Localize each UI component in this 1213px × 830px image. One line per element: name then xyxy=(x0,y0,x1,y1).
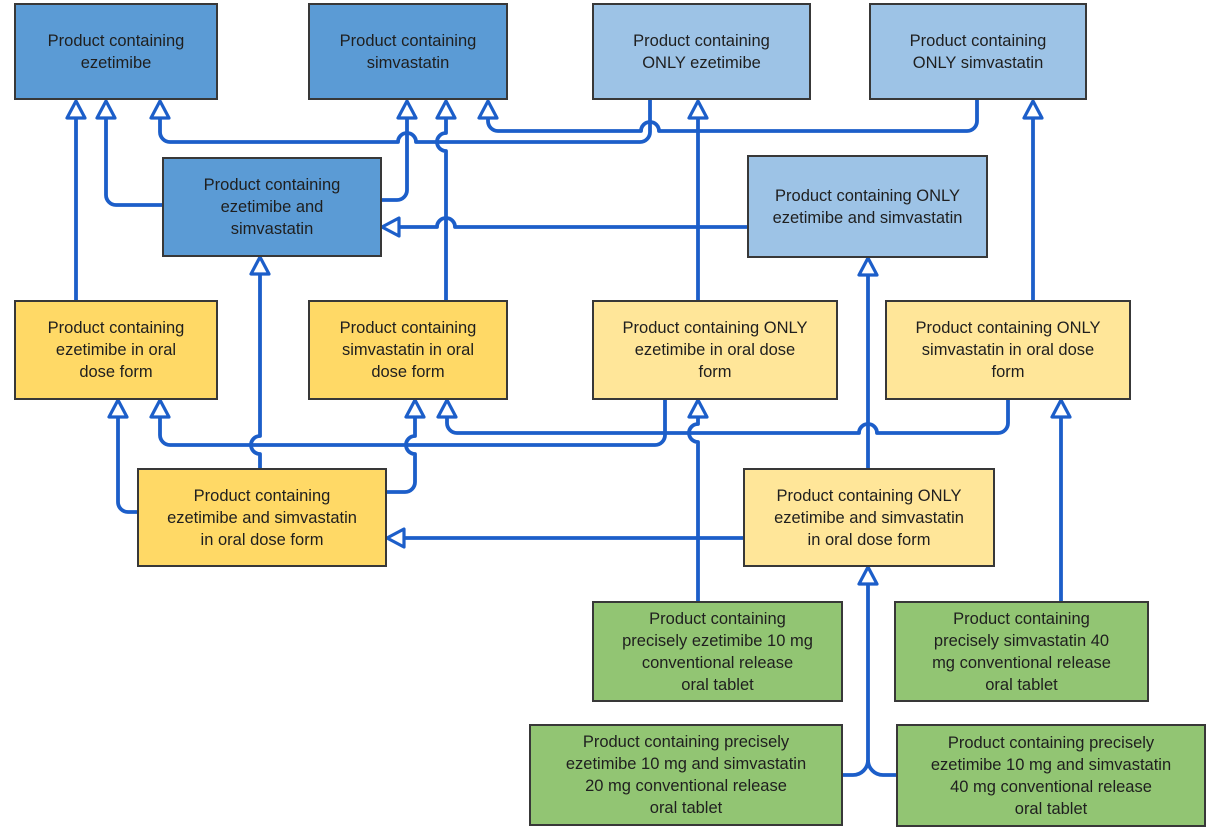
arrowhead-icon xyxy=(65,99,87,120)
node-label: Product containing precisely simvastatin… xyxy=(932,609,1111,694)
arrowhead-icon xyxy=(107,398,129,419)
node-label: Product containing ONLY simvastatin in o… xyxy=(915,319,1101,381)
arrowhead-icon xyxy=(149,398,171,419)
node-mp-only-ez-simv: Product containing ONLY ezetimibe and si… xyxy=(747,155,988,258)
edge-mpf-ez-simv-to-mpf-ezetimibe xyxy=(107,398,137,514)
node-label: Product containing ezetimibe and simvast… xyxy=(167,486,357,549)
edge-mp-only-ezetimibe-to-mp-ezetimibe xyxy=(149,99,652,144)
node-mp-ezetimibe: Product containing ezetimibe xyxy=(14,3,218,100)
arrowhead-icon xyxy=(385,527,406,549)
node-label: Product containing ezetimibe in oral dos… xyxy=(47,319,185,381)
edge-mpf-ezetimibe-to-mp-ezetimibe xyxy=(65,99,87,300)
node-label: Product containing ONLY simvastatin xyxy=(909,31,1047,72)
edge-mpf-only-ezetimibe-to-mp-only-ezetimibe xyxy=(687,99,709,300)
edge-cd-ez10-to-mpf-only-ezetimibe xyxy=(687,398,709,601)
arrowhead-icon xyxy=(477,99,499,120)
node-mpf-ez-simv: Product containing ezetimibe and simvast… xyxy=(137,468,387,567)
node-label: Product containing ezetimibe xyxy=(47,31,185,72)
node-mpf-simvastatin: Product containing simvastatin in oral d… xyxy=(308,300,508,400)
node-label: Product containing precisely ezetimibe 1… xyxy=(565,733,807,817)
arrowhead-icon xyxy=(436,398,458,419)
edge-mpf-only-simvastatin-to-mp-only-simvastatin xyxy=(1022,99,1044,300)
node-cd-ez10: Product containing precisely ezetimibe 1… xyxy=(592,601,843,702)
arrowhead-icon xyxy=(380,216,401,238)
edge-mp-ez-simv-to-mp-simvastatin xyxy=(382,99,418,202)
edge-mpf-ez-simv-to-mp-ez-simv xyxy=(249,255,271,468)
edge-mp-ez-simv-to-mp-ezetimibe xyxy=(95,99,162,207)
edge-mpf-only-ezetimibe-to-mpf-ezetimibe xyxy=(149,398,667,447)
node-mp-only-simvastatin: Product containing ONLY simvastatin xyxy=(869,3,1087,100)
node-label: Product containing precisely ezetimibe 1… xyxy=(622,609,813,694)
node-label: Product containing ONLY ezetimibe xyxy=(633,31,770,72)
node-mpf-ezetimibe: Product containing ezetimibe in oral dos… xyxy=(14,300,218,400)
arrowhead-icon xyxy=(95,99,117,120)
arrowhead-icon xyxy=(857,565,879,586)
edge-cd-ez10-simv20-to-mpf-only-ez-simv xyxy=(843,565,879,777)
node-label: Product containing ONLY ezetimibe and si… xyxy=(774,486,964,549)
edge-mpf-only-ez-simv-to-mpf-ez-simv xyxy=(385,527,743,549)
node-label: Product containing simvastatin xyxy=(339,31,477,72)
arrowhead-icon xyxy=(687,398,709,419)
node-cd-ez10-simv40: Product containing precisely ezetimibe 1… xyxy=(896,724,1206,827)
arrowhead-icon xyxy=(249,255,271,276)
edge-mpf-only-simvastatin-to-mpf-simvastatin xyxy=(436,398,1010,435)
edge-mpf-only-ez-simv-to-mp-only-ez-simv xyxy=(857,256,879,468)
edge-mp-only-ez-simv-to-mp-ez-simv xyxy=(380,216,747,238)
node-mpf-only-ez-simv: Product containing ONLY ezetimibe and si… xyxy=(743,468,995,567)
arrowhead-icon xyxy=(396,99,418,120)
node-cd-simv40: Product containing precisely simvastatin… xyxy=(894,601,1149,702)
node-mp-only-ezetimibe: Product containing ONLY ezetimibe xyxy=(592,3,811,100)
node-label: Product containing ONLY ezetimibe in ora… xyxy=(622,319,808,381)
arrowhead-icon xyxy=(404,398,426,419)
node-mp-ez-simv: Product containing ezetimibe and simvast… xyxy=(162,157,382,257)
node-label: Product containing ezetimibe and simvast… xyxy=(203,176,341,238)
node-mpf-only-simvastatin: Product containing ONLY simvastatin in o… xyxy=(885,300,1131,400)
arrowhead-icon xyxy=(1022,99,1044,120)
node-label: Product containing simvastatin in oral d… xyxy=(339,319,477,381)
arrowhead-icon xyxy=(1050,398,1072,419)
arrowhead-icon xyxy=(687,99,709,120)
node-label: Product containing ONLY ezetimibe and si… xyxy=(772,186,963,227)
edge-cd-simv40-to-mpf-only-simvastatin xyxy=(1050,398,1072,601)
edge-mpf-simvastatin-to-mp-simvastatin xyxy=(435,99,457,300)
arrowhead-icon xyxy=(149,99,171,120)
edge-mpf-ez-simv-to-mpf-simvastatin xyxy=(387,398,426,494)
node-cd-ez10-simv20: Product containing precisely ezetimibe 1… xyxy=(529,724,843,826)
edge-cd-ez10-simv40-to-mpf-only-ez-simv xyxy=(866,759,896,777)
node-label: Product containing precisely ezetimibe 1… xyxy=(930,733,1172,818)
node-mp-simvastatin: Product containing simvastatin xyxy=(308,3,508,100)
arrowhead-icon xyxy=(435,99,457,120)
edge-mp-only-simvastatin-to-mp-simvastatin xyxy=(477,99,979,133)
node-mpf-only-ezetimibe: Product containing ONLY ezetimibe in ora… xyxy=(592,300,838,400)
arrowhead-icon xyxy=(857,256,879,277)
